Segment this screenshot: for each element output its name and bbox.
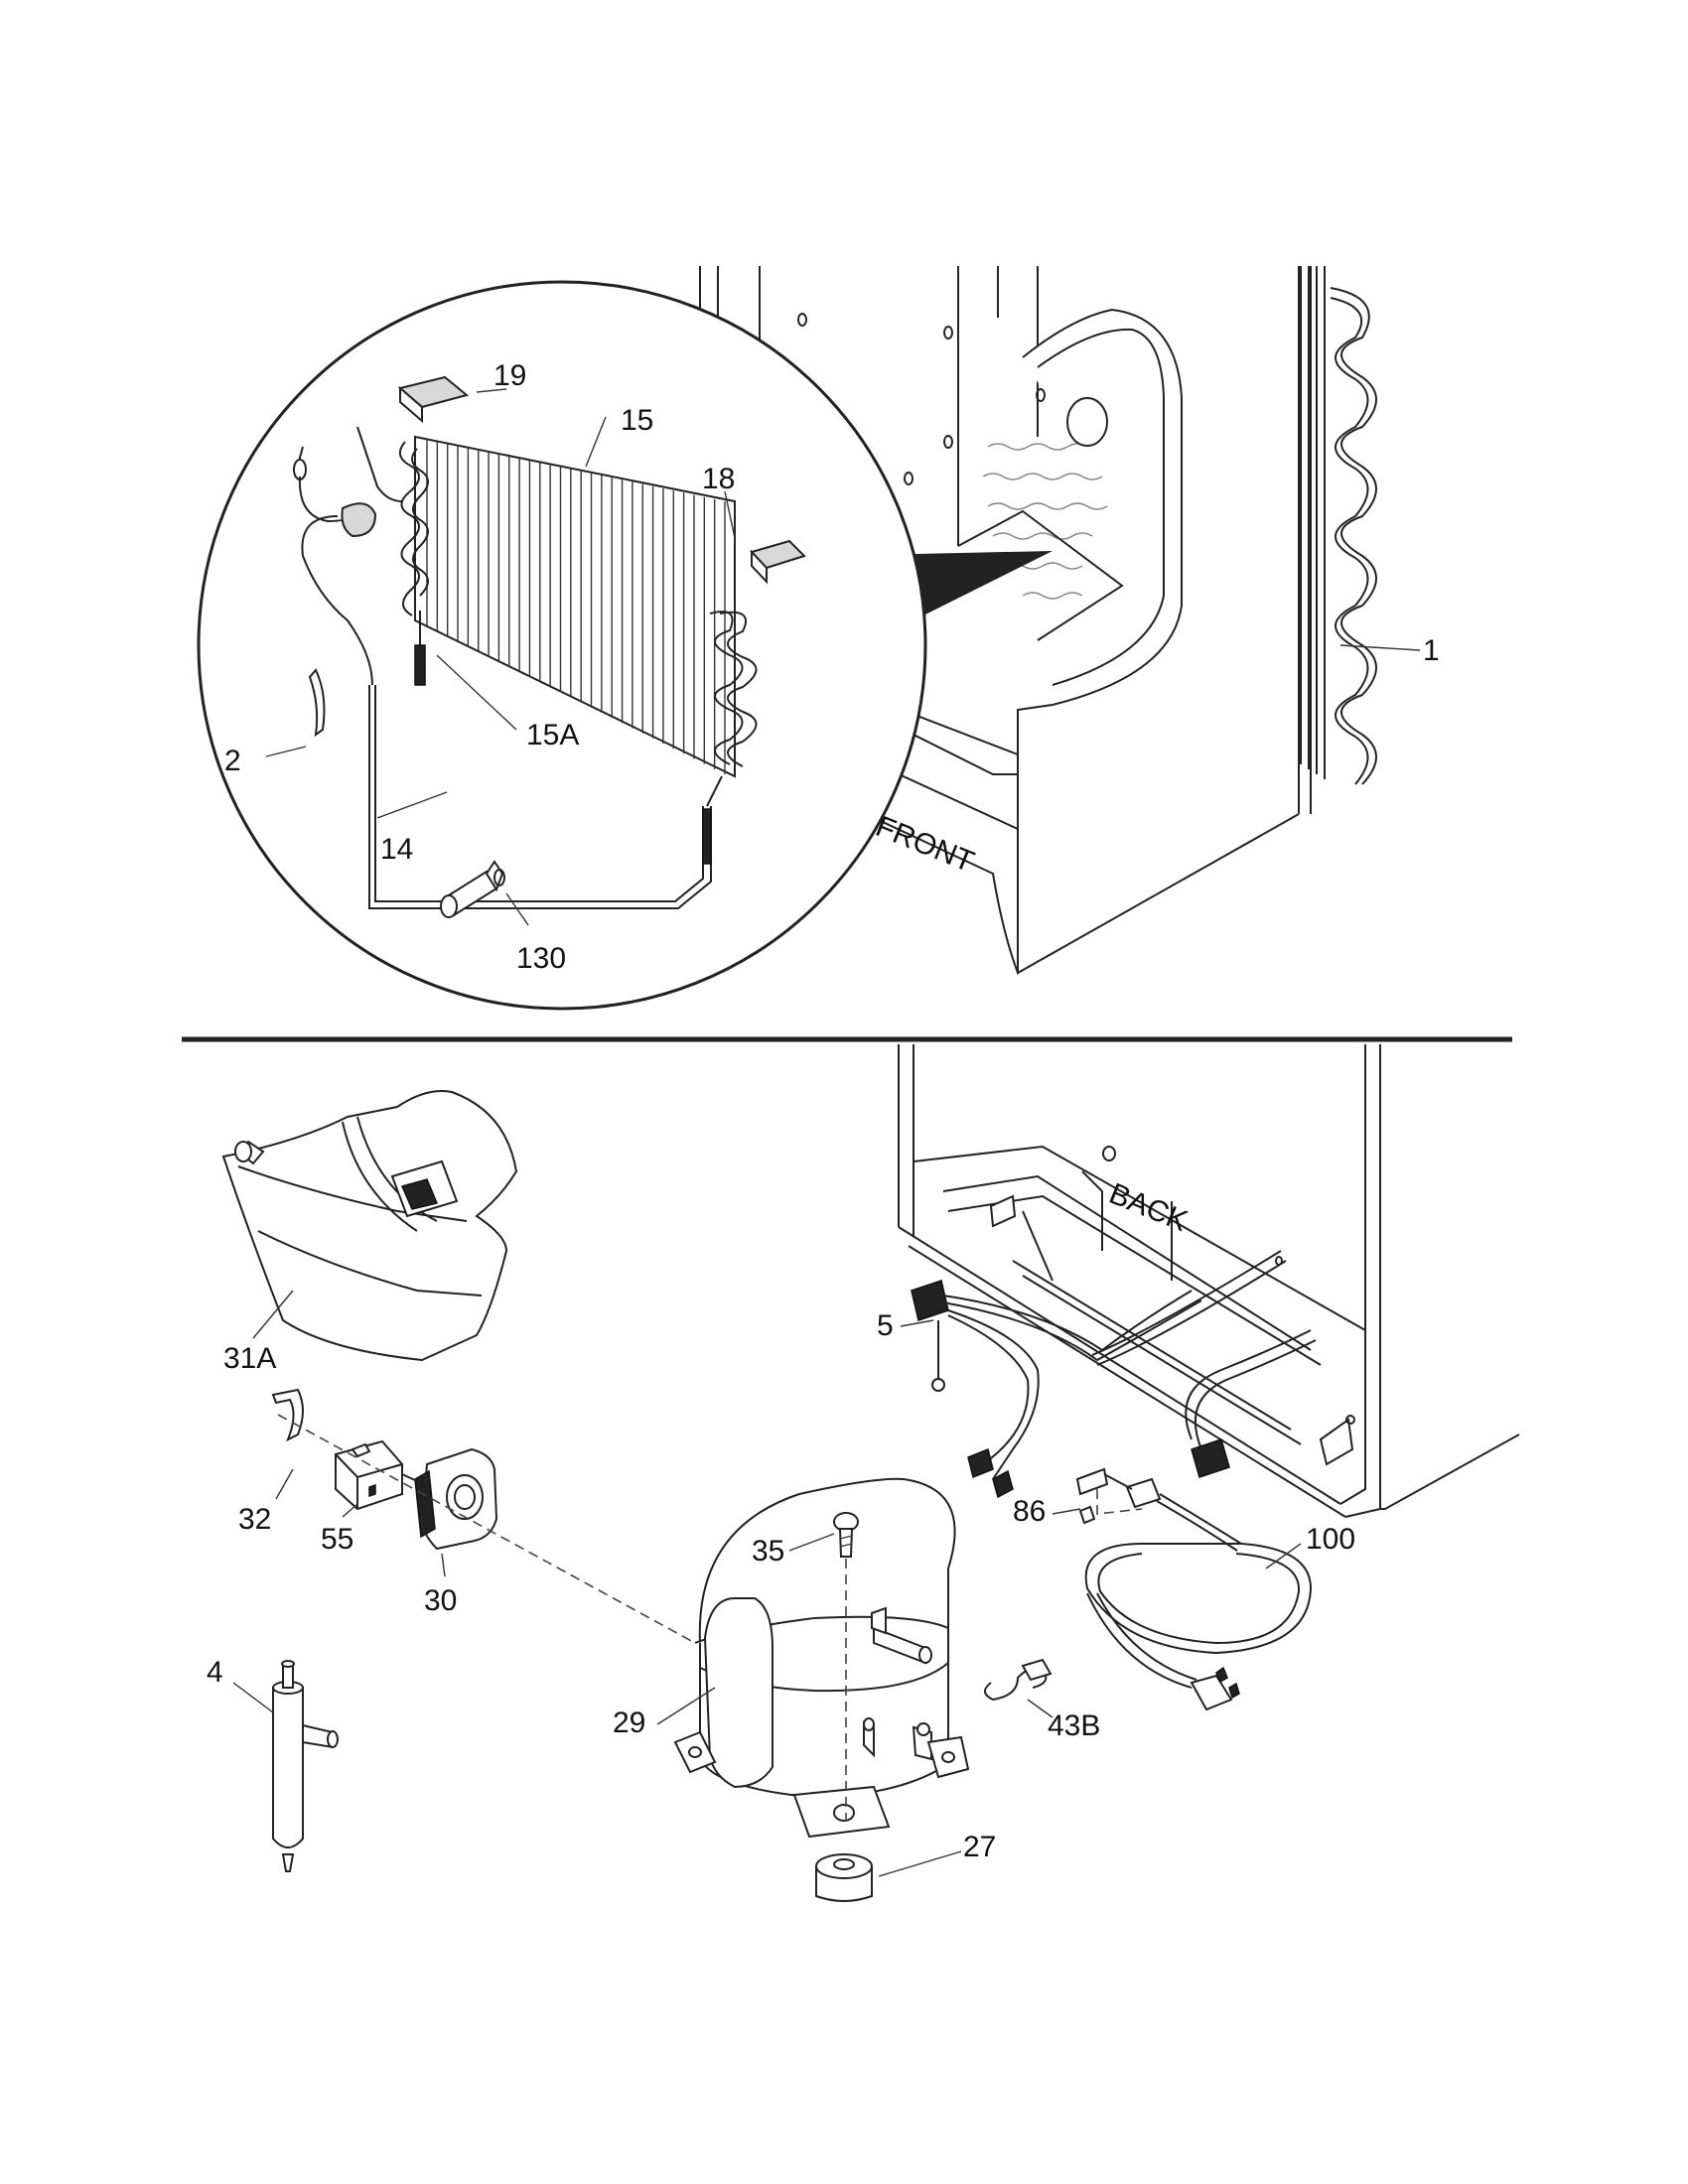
part-130-bushing (440, 860, 505, 918)
callout-15A: 15A (526, 719, 579, 751)
callout-29: 29 (613, 1706, 645, 1739)
part-2-clip (308, 668, 326, 738)
part-32-clip (271, 1388, 304, 1442)
wire-clip (984, 1658, 1053, 1702)
grommet (815, 1853, 873, 1902)
filter-drier (272, 1660, 339, 1872)
callout-55: 55 (321, 1523, 353, 1556)
callout-100: 100 (1306, 1523, 1355, 1556)
callout-19: 19 (493, 359, 526, 392)
callout-14: 14 (380, 833, 413, 866)
callout-27: 27 (963, 1831, 996, 1863)
callout-32: 32 (238, 1503, 271, 1536)
callout-5: 5 (877, 1309, 894, 1342)
callout-1: 1 (1423, 634, 1440, 667)
screw (833, 1512, 859, 1558)
orientation-front-label: FRONT (871, 810, 978, 879)
overload-protector (401, 1447, 498, 1551)
callout-35: 35 (752, 1535, 784, 1568)
heater-harness (301, 515, 723, 909)
orientation-back-label: BACK (1104, 1177, 1192, 1238)
callout-86: 86 (1013, 1495, 1046, 1528)
callout-18: 18 (702, 463, 735, 495)
callout-43B: 43B (1048, 1709, 1100, 1742)
callout-30: 30 (424, 1584, 457, 1617)
part-86-screw (1078, 1505, 1096, 1525)
cabinet-front-view: FRONT (699, 266, 1377, 975)
drain-pan (221, 1090, 518, 1362)
callout-4: 4 (207, 1656, 223, 1689)
wiring-harness (911, 1250, 1317, 1499)
evaporator (398, 435, 758, 778)
relay (335, 1439, 403, 1511)
power-cord (1075, 1467, 1313, 1711)
callout-2: 2 (224, 745, 241, 777)
condenser-coil (1300, 266, 1377, 785)
callout-15: 15 (621, 404, 653, 437)
thermostat-body (341, 502, 377, 538)
callout-31A: 31A (223, 1342, 276, 1375)
callout-130: 130 (516, 942, 566, 975)
evaporator-detail-circle (197, 280, 927, 1011)
compressor (673, 1477, 970, 1839)
